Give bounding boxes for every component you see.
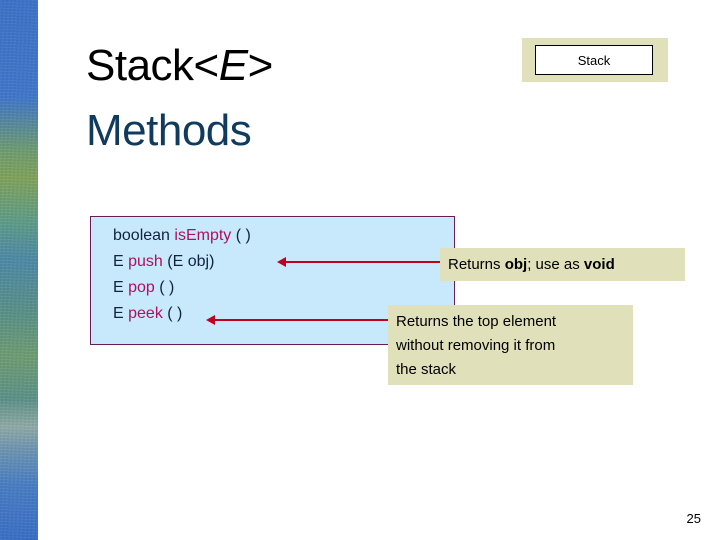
callout-text-part: ; use as	[527, 256, 584, 273]
arrow-head-icon	[206, 315, 215, 325]
title-line-one: Stack<E>	[86, 41, 506, 91]
methods-signature-box: boolean isEmpty ( ) E push (E obj) E pop…	[90, 216, 455, 345]
method-params: (E obj)	[162, 253, 215, 270]
list-item: E peek ( )	[113, 301, 251, 327]
list-item: E push (E obj)	[113, 249, 251, 275]
method-name: peek	[128, 305, 163, 322]
arrow-head-icon	[277, 257, 286, 267]
method-params: ( )	[162, 305, 183, 322]
page-title: Stack<E> Methods	[86, 28, 506, 170]
method-return-type: boolean	[113, 227, 175, 244]
method-params: ( )	[231, 227, 251, 244]
callout-line: Returns the top element	[396, 313, 557, 330]
callout-line: the stack	[396, 361, 457, 378]
callout-emphasis-void: void	[583, 256, 615, 273]
callout-text-part: Returns	[448, 256, 505, 273]
method-name: pop	[128, 279, 155, 296]
list-item: boolean isEmpty ( )	[113, 223, 251, 249]
method-return-type: E	[113, 305, 129, 322]
title-generic-parameter: E	[218, 41, 248, 91]
methods-list: boolean isEmpty ( ) E push (E obj) E pop…	[113, 223, 251, 327]
title-prefix: Stack<	[86, 41, 219, 91]
method-params: ( )	[154, 279, 175, 296]
title-suffix: >	[247, 41, 274, 91]
callout-connector-line-push	[286, 261, 446, 263]
title-line-two: Methods	[86, 105, 252, 155]
class-label-backdrop: Stack	[522, 38, 668, 82]
callout-line: without removing it from	[396, 337, 556, 354]
callout-emphasis-obj: obj	[504, 256, 528, 273]
method-name: isEmpty	[174, 227, 232, 244]
method-return-type: E	[113, 279, 129, 296]
list-item: E pop ( )	[113, 275, 251, 301]
method-return-type: E	[113, 253, 129, 270]
page-number: 25	[686, 511, 701, 526]
class-label-stack: Stack	[535, 45, 653, 75]
decorative-gradient-bar	[0, 0, 38, 540]
callout-connector-line-peek	[215, 319, 395, 321]
callout-push-description: Returns obj; use as void	[440, 248, 685, 281]
callout-peek-description: Returns the top element without removing…	[388, 305, 633, 385]
method-name: push	[128, 253, 163, 270]
gradient-texture-overlay	[0, 0, 38, 540]
